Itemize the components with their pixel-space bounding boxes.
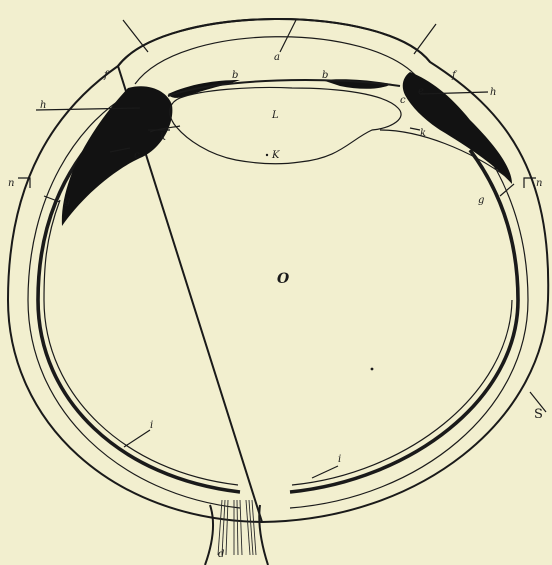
label-retina-right: g bbox=[478, 195, 484, 206]
label-ciliary-right: c bbox=[400, 95, 406, 106]
label-ciliary-dot: e bbox=[418, 86, 424, 97]
label-iris-right: b bbox=[322, 70, 328, 81]
label-outer-coat: S bbox=[534, 407, 543, 422]
ciliary-body-left bbox=[62, 86, 173, 226]
label-vitreous: O bbox=[277, 271, 290, 287]
label-optic-nerve: d bbox=[218, 549, 224, 560]
crystalline-lens bbox=[170, 87, 401, 163]
optic-nerve-sheath bbox=[205, 505, 268, 565]
label-sheath-left: n bbox=[8, 178, 14, 189]
label-sheath-right: n bbox=[536, 178, 542, 189]
label-iris-left: b bbox=[232, 70, 238, 81]
label-retina-left: g bbox=[64, 196, 70, 207]
label-cornea: a bbox=[274, 52, 280, 63]
label-retina-lower-left: i bbox=[150, 420, 153, 431]
retina-inner-line bbox=[44, 200, 512, 485]
label-capsule-bottom: K bbox=[271, 150, 280, 161]
axis-line-left bbox=[123, 20, 148, 52]
axis-line-right bbox=[414, 24, 436, 54]
label-canal-right: h bbox=[490, 87, 496, 98]
label-capsule-right: k bbox=[420, 128, 426, 139]
label-sclera-right: f bbox=[451, 70, 458, 81]
dot-marker bbox=[371, 368, 374, 371]
optic-nerve-fibers bbox=[218, 500, 256, 555]
dot-lens-k bbox=[266, 154, 268, 156]
label-lens: L bbox=[271, 110, 279, 121]
label-canal-left: h bbox=[40, 100, 46, 111]
label-capsule-left: k bbox=[160, 132, 166, 143]
label-ciliary-left: c bbox=[134, 150, 140, 161]
label-retina-lower-right: i bbox=[338, 454, 341, 465]
